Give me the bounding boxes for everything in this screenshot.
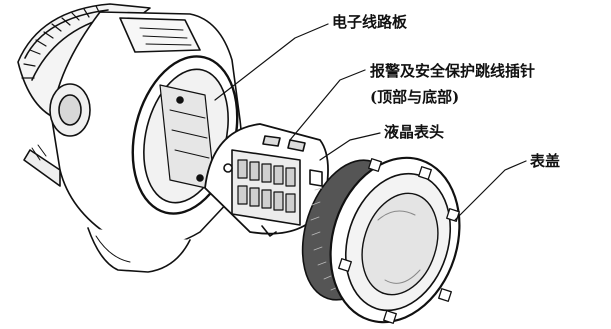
label-alarm-jumper-line2: (顶部与底部) <box>370 88 460 106</box>
meter-cover <box>301 156 461 324</box>
leader-alarm-jumper <box>289 69 366 141</box>
label-alarm-jumper-line1: 报警及安全保护跳线插针 <box>370 62 536 80</box>
label-meter-cover: 表盖 <box>530 152 561 170</box>
label-lcd-meter: 液晶表头 <box>384 123 445 141</box>
label-circuit-board: 电子线路板 <box>332 13 408 31</box>
leader-meter-cover <box>454 160 527 221</box>
leader-lines <box>214 23 527 221</box>
leader-lcd-meter <box>319 132 381 161</box>
transmitter-housing <box>17 3 243 273</box>
lcd-meter-module <box>204 123 329 237</box>
leader-circuit-board <box>214 23 329 101</box>
